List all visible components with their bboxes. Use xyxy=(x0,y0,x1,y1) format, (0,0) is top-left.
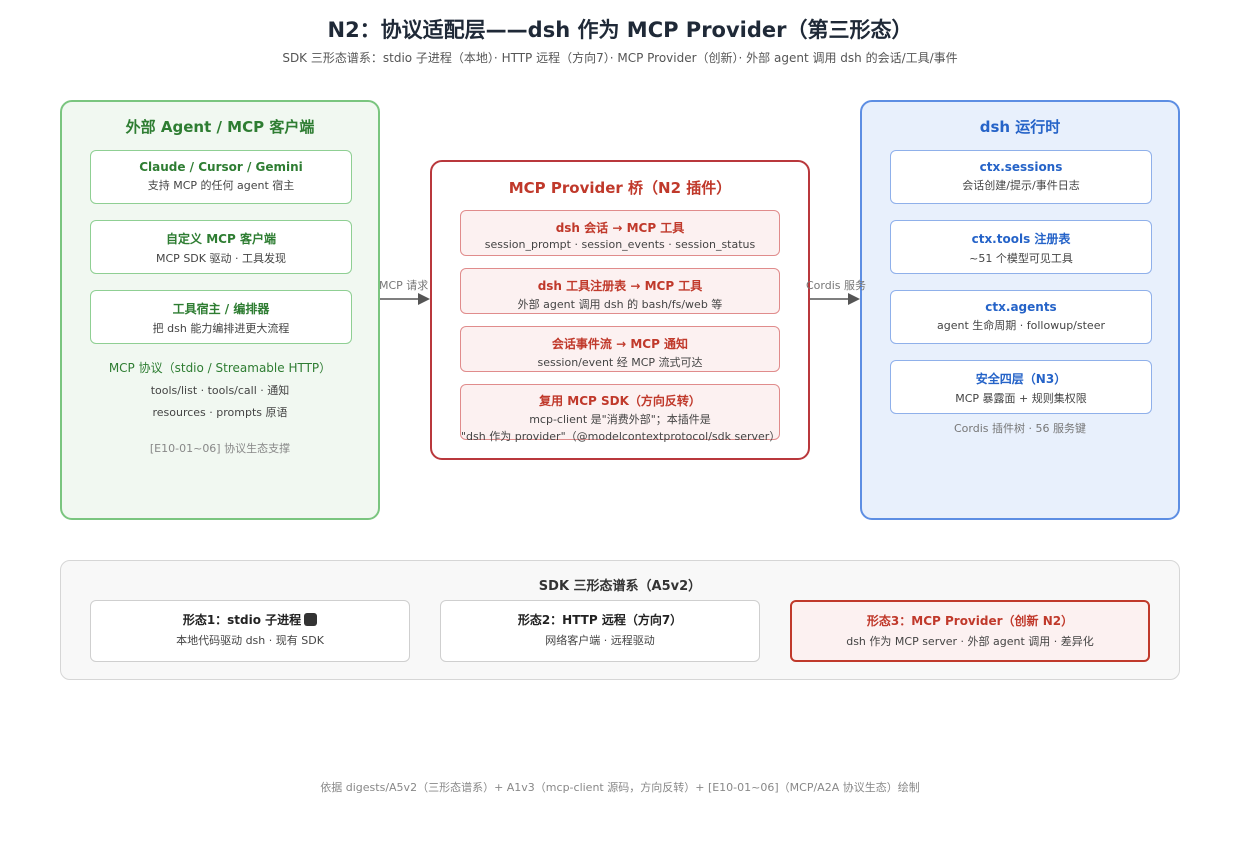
card-title: Claude / Cursor / Gemini xyxy=(139,160,303,174)
card-title: 工具宿主 / 编排器 xyxy=(172,302,270,316)
sdk-spectrum-title: SDK 三形态谱系（A5v2） xyxy=(538,579,702,594)
card-title: dsh 工具注册表 → MCP 工具 xyxy=(537,279,703,293)
mcp-provider-bridge-panel: MCP Provider 桥（N2 插件） dsh 会话 → MCP 工具 se… xyxy=(430,160,810,460)
agent-hosts-card: Claude / Cursor / Gemini 支持 MCP 的任何 agen… xyxy=(90,150,352,204)
protocol-ref-note: [E10-01~06] 协议生态支撑 xyxy=(149,442,291,455)
card-title: ctx.sessions xyxy=(979,160,1063,174)
card-desc: agent 生命周期 · followup/steer xyxy=(937,319,1105,332)
external-agent-panel: 外部 Agent / MCP 客户端 Claude / Cursor / Gem… xyxy=(60,100,380,520)
card-desc: MCP 暴露面 + 规则集权限 xyxy=(955,392,1087,405)
form2-http-card: 形态2：HTTP 远程（方向7） 网络客户端 · 远程驱动 xyxy=(440,600,760,662)
card-desc: 会话创建/提示/事件日志 xyxy=(962,179,1080,192)
card-desc: session/event 经 MCP 流式可达 xyxy=(537,356,703,369)
ctx-agents-card: ctx.agents agent 生命周期 · followup/steer xyxy=(890,290,1152,344)
card-title: 复用 MCP SDK（方向反转） xyxy=(539,394,701,408)
card-title: 形态2：HTTP 远程（方向7） xyxy=(517,613,683,627)
card-desc: 本地代码驱动 dsh · 现有 SDK xyxy=(176,634,324,647)
dsh-runtime-panel: dsh 运行时 ctx.sessions 会话创建/提示/事件日志 ctx.to… xyxy=(860,100,1180,520)
mcp-protocol-line1: tools/list · tools/call · 通知 xyxy=(150,384,290,397)
event-stream-to-notification-card: 会话事件流 → MCP 通知 session/event 经 MCP 流式可达 xyxy=(460,326,780,372)
mcp-protocol-line2: resources · prompts 原语 xyxy=(152,406,288,419)
card-desc: dsh 作为 MCP server · 外部 agent 调用 · 差异化 xyxy=(846,635,1094,648)
card-desc: 网络客户端 · 远程驱动 xyxy=(545,634,655,647)
mcp-request-label: MCP 请求 xyxy=(379,279,429,292)
card-desc-line2: "dsh 作为 provider"（@modelcontextprotocol/… xyxy=(461,430,781,443)
source-footer: 依据 digests/A5v2（三形态谱系）+ A1v3（mcp-client … xyxy=(320,781,920,794)
reuse-mcp-sdk-card: 复用 MCP SDK（方向反转） mcp-client 是"消费外部"；本插件是… xyxy=(460,384,780,443)
card-title: 会话事件流 → MCP 通知 xyxy=(551,337,689,351)
session-to-tool-card: dsh 会话 → MCP 工具 session_prompt · session… xyxy=(460,210,780,256)
square-icon xyxy=(304,613,318,626)
external-agent-panel-title: 外部 Agent / MCP 客户端 xyxy=(125,118,315,136)
dsh-runtime-title: dsh 运行时 xyxy=(979,118,1061,136)
card-desc: 外部 agent 调用 dsh 的 bash/fs/web 等 xyxy=(517,298,723,311)
diagram-title: N2：协议适配层——dsh 作为 MCP Provider（第三形态） xyxy=(327,18,913,42)
card-title: ctx.tools 注册表 xyxy=(971,232,1071,246)
card-desc: ~51 个模型可见工具 xyxy=(969,252,1073,265)
ctx-sessions-card: ctx.sessions 会话创建/提示/事件日志 xyxy=(890,150,1152,204)
mcp-protocol-title: MCP 协议（stdio / Streamable HTTP） xyxy=(108,361,332,375)
card-desc: session_prompt · session_events · sessio… xyxy=(484,238,756,251)
tool-registry-to-tool-card: dsh 工具注册表 → MCP 工具 外部 agent 调用 dsh 的 bas… xyxy=(460,268,780,314)
tool-host-orchestrator-card: 工具宿主 / 编排器 把 dsh 能力编排进更大流程 xyxy=(90,290,352,344)
card-desc: MCP SDK 驱动 · 工具发现 xyxy=(156,252,286,265)
card-title: dsh 会话 → MCP 工具 xyxy=(555,221,685,235)
cordis-service-label: Cordis 服务 xyxy=(806,279,867,292)
card-desc: mcp-client 是"消费外部"；本插件是 xyxy=(529,413,711,426)
cordis-plugin-tree-note: Cordis 插件树 · 56 服务键 xyxy=(954,422,1086,435)
card-title: ctx.agents xyxy=(985,300,1057,314)
diagram-subtitle: SDK 三形态谱系：stdio 子进程（本地）· HTTP 远程（方向7）· M… xyxy=(282,51,958,65)
form3-mcp-provider-card: 形态3：MCP Provider（创新 N2） dsh 作为 MCP serve… xyxy=(790,600,1150,662)
card-title: 安全四层（N3） xyxy=(975,372,1067,386)
cordis-service-arrow xyxy=(810,293,860,305)
card-desc: 把 dsh 能力编排进更大流程 xyxy=(152,322,290,335)
mcp-provider-bridge-title: MCP Provider 桥（N2 插件） xyxy=(508,179,732,197)
card-desc: 支持 MCP 的任何 agent 宿主 xyxy=(147,179,295,192)
form1-stdio-card: 形态1：stdio 子进程 本地代码驱动 dsh · 现有 SDK xyxy=(90,600,410,662)
card-title: 形态3：MCP Provider（创新 N2） xyxy=(866,614,1074,628)
card-title: 形态1：stdio 子进程 xyxy=(182,613,302,627)
security-layers-card: 安全四层（N3） MCP 暴露面 + 规则集权限 xyxy=(890,360,1152,414)
card-title: 自定义 MCP 客户端 xyxy=(166,232,276,246)
custom-mcp-client-card: 自定义 MCP 客户端 MCP SDK 驱动 · 工具发现 xyxy=(90,220,352,274)
mcp-request-arrow xyxy=(380,293,430,305)
ctx-tools-card: ctx.tools 注册表 ~51 个模型可见工具 xyxy=(890,220,1152,274)
